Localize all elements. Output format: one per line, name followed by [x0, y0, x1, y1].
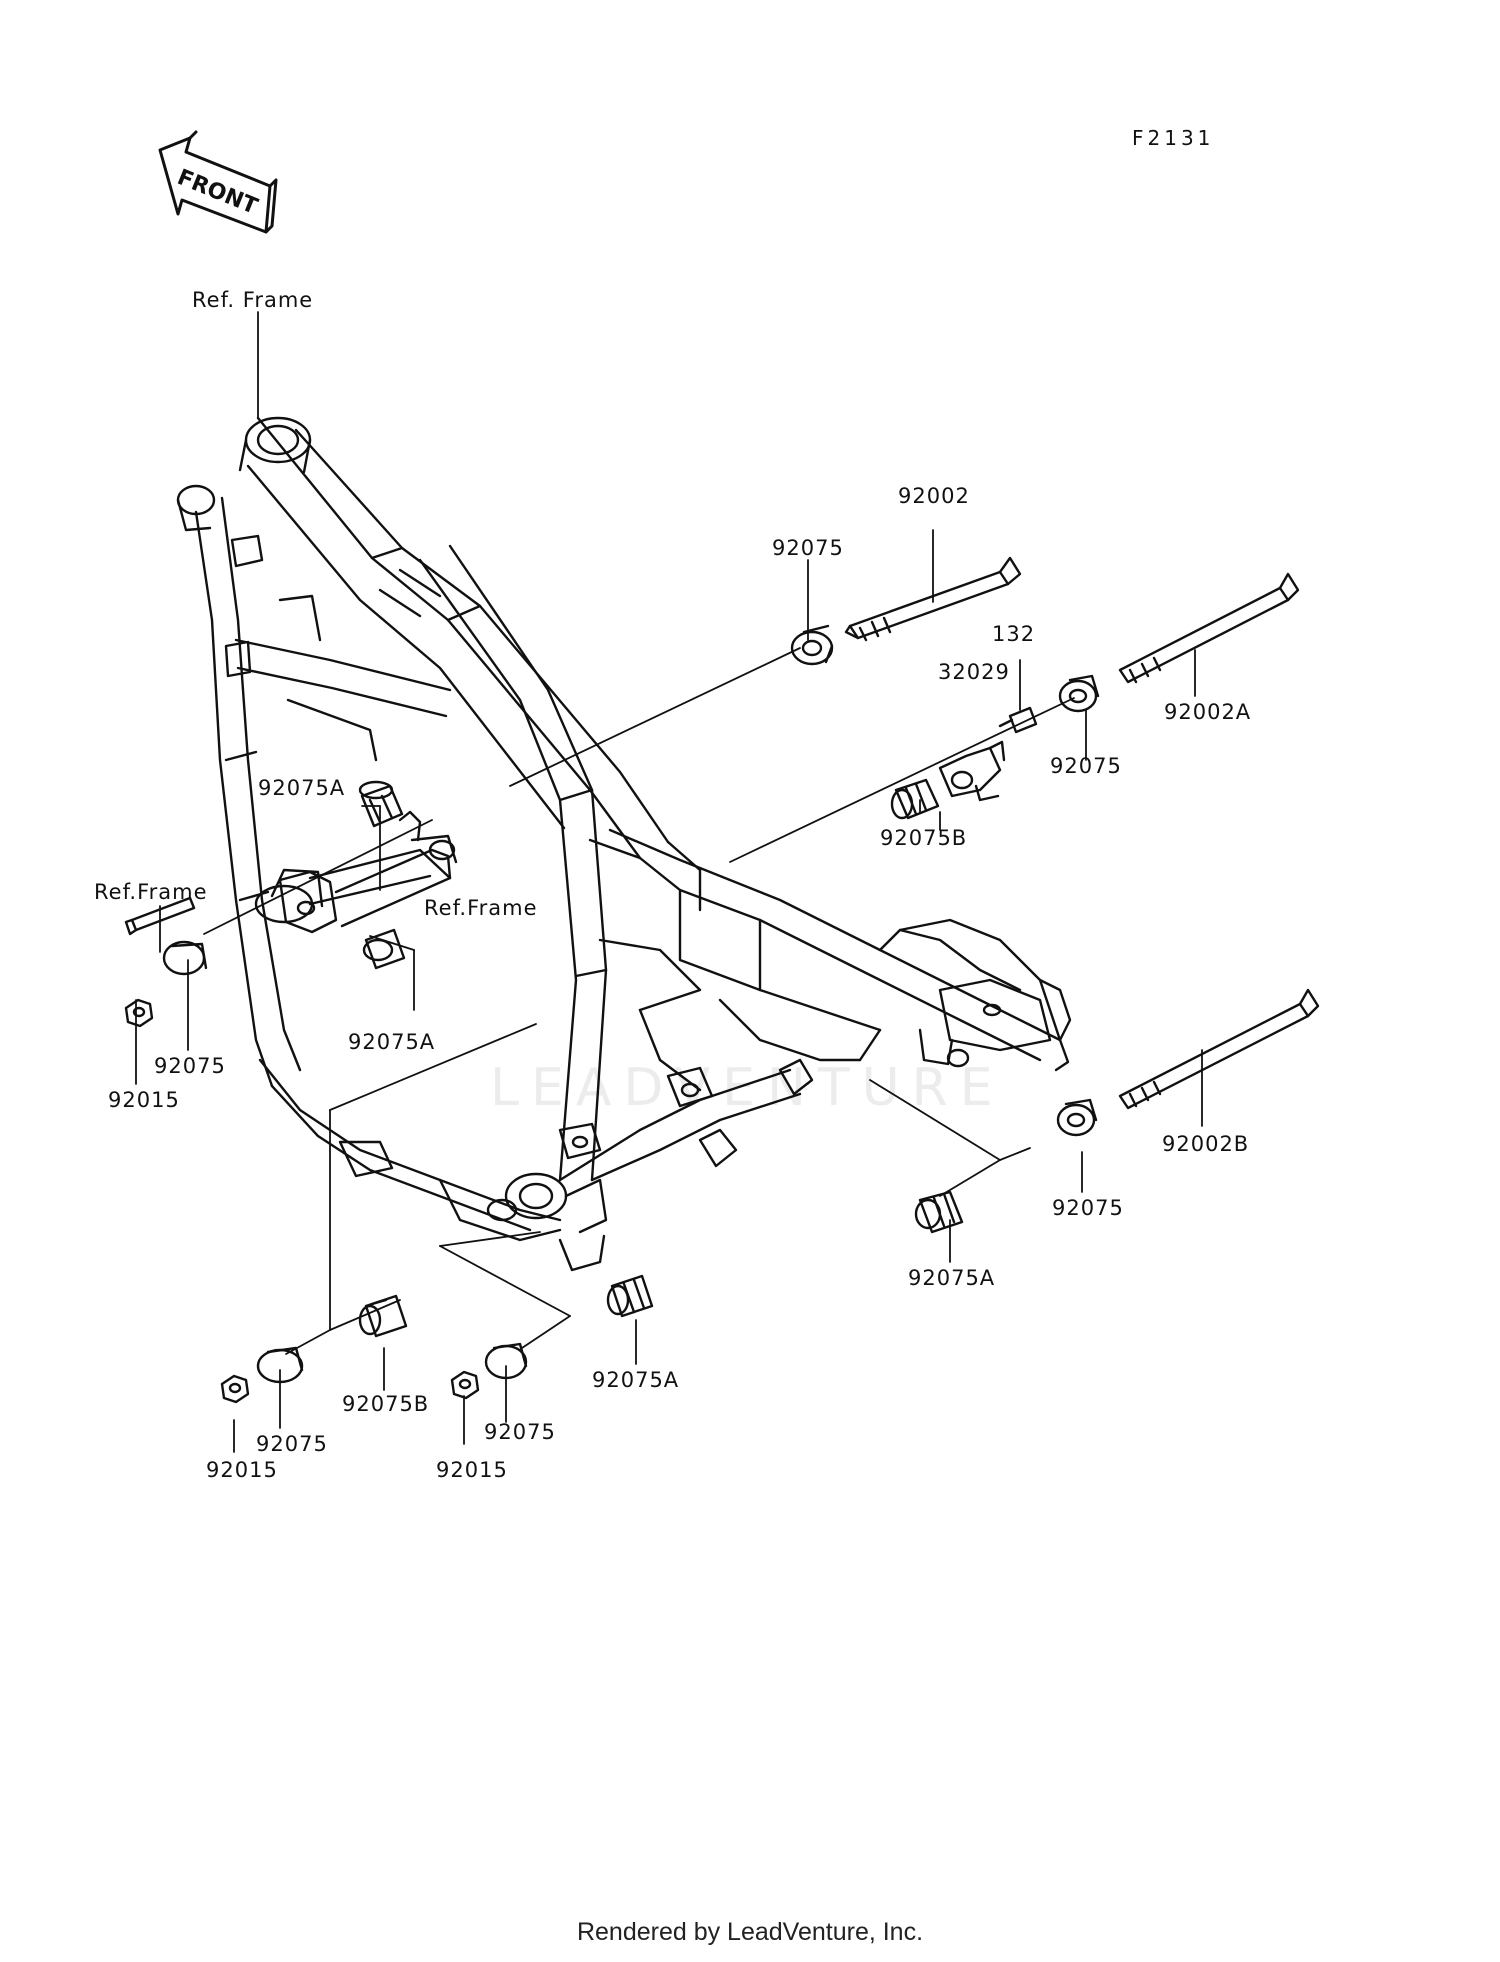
damper-92075-left-icon [162, 940, 208, 976]
leader-lines [135, 311, 1203, 1453]
lower-cradle [258, 1058, 802, 1242]
watermark: LEADVENTURE [490, 1058, 1005, 1118]
damper-92075-top-icon [790, 624, 834, 666]
collar-92075a-bottom-icon [606, 1274, 654, 1318]
label-92075a-lower: 92075A [348, 1030, 436, 1054]
bolt-92002a-icon [1118, 572, 1300, 684]
footer-credit: Rendered by LeadVenture, Inc. [576, 1918, 924, 1946]
label-92075-right: 92075 [1050, 754, 1122, 778]
label-ref-frame-left: Ref.Frame [94, 880, 208, 904]
bracket-32029-icon [938, 740, 1006, 802]
damper-92075-bm-icon [484, 1342, 528, 1380]
label-92002: 92002 [898, 484, 970, 508]
diagram-code: F2131 [1132, 126, 1215, 150]
damper-92075-lowright-icon [1056, 1098, 1098, 1137]
engine-mount-lugs [558, 1058, 814, 1168]
short-bolt-icon [124, 896, 196, 936]
label-ref-frame-top: Ref. Frame [192, 288, 314, 312]
label-92075-bm: 92075 [484, 1420, 556, 1444]
front-arrow-icon [158, 130, 278, 234]
label-92002b: 92002B [1162, 1132, 1250, 1156]
frame-backbone [246, 416, 670, 860]
steering-head [176, 416, 312, 532]
label-92075b-bottom: 92075B [342, 1392, 430, 1416]
bolt-132-icon [998, 706, 1038, 734]
center-down-tube [418, 544, 608, 1182]
label-132: 132 [992, 622, 1036, 646]
collar-92075b-bottom-icon [358, 1294, 408, 1338]
damper-92075-right-icon [1058, 674, 1100, 713]
mounting-bracket [278, 810, 458, 934]
bolt-92002b-icon [1118, 988, 1320, 1110]
label-32029: 32029 [938, 660, 1010, 684]
nut-92015-left-icon [124, 998, 154, 1028]
collar-92075b-right-icon [890, 778, 940, 820]
label-92015-bm: 92015 [436, 1458, 508, 1482]
label-ref-frame-mid: Ref.Frame [424, 896, 538, 920]
label-92075b-right: 92075B [880, 826, 968, 850]
nut-92015-bm-icon [450, 1370, 480, 1400]
label-92015-left: 92015 [108, 1088, 180, 1112]
bolt-92002-icon [844, 556, 1022, 642]
label-92075a-right: 92075A [908, 1266, 996, 1290]
collar-92075a-right-icon [914, 1190, 964, 1234]
rear-fender-mount [878, 918, 1072, 1072]
label-92015-bl: 92015 [206, 1458, 278, 1482]
collar-92075a-upper-icon [358, 780, 404, 828]
nut-92015-bl-icon [220, 1374, 250, 1404]
label-92075-left: 92075 [154, 1054, 226, 1078]
label-92075-lowright: 92075 [1052, 1196, 1124, 1220]
collar-92075a-lower-icon [362, 928, 406, 970]
label-92002a: 92002A [1164, 700, 1252, 724]
label-92075-bl: 92075 [256, 1432, 328, 1456]
label-92075a-bottom: 92075A [592, 1368, 680, 1392]
rear-frame-section [486, 828, 1062, 1272]
upper-cross-members [234, 594, 452, 924]
front-down-tube [194, 496, 302, 1088]
label-92075a-upper: 92075A [258, 776, 346, 800]
label-92075-top: 92075 [772, 536, 844, 560]
damper-92075-bl-icon [256, 1346, 304, 1384]
